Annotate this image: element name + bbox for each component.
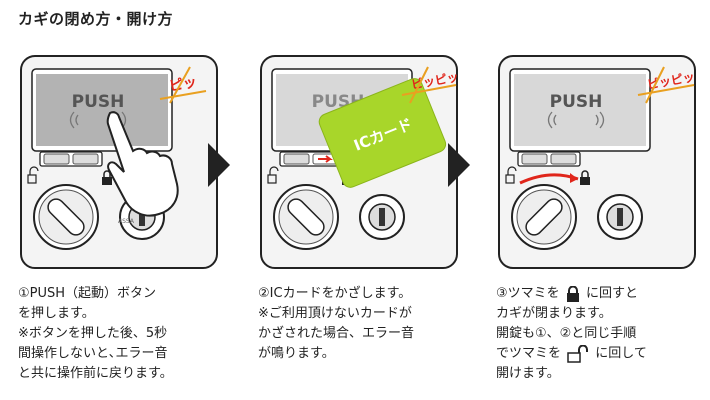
lock-panel-step1: PUSH ASSA ピッ [20, 55, 220, 270]
push-label: PUSH [550, 92, 603, 112]
step1-caption: ①PUSH（起動）ボタン を押します。 ※ボタンを押した後、5秒 間操作しないと… [18, 286, 173, 381]
push-label: PUSH [72, 92, 125, 112]
beep-text-step1: ピッ [168, 74, 198, 95]
svg-text:ASSA: ASSA [118, 218, 135, 225]
step2-caption: ②ICカードをかざします。 ※ご利用頂けないカードが かざされた場合、エラー音 … [258, 286, 415, 361]
lock-panel-step3: PUSH ピッピッ [498, 55, 698, 270]
page-title: カギの閉め方・開け方 [18, 10, 174, 28]
hand-pointer-icon [106, 111, 179, 217]
ic-card: ICカード [318, 78, 447, 188]
lock-closed-icon [566, 285, 579, 302]
arrow-right-icon [208, 143, 230, 187]
lock-open-icon [567, 344, 589, 363]
step3-caption: ③ツマミを に回すと カギが閉まります。 開錠も①、②と同じ手順 でツマミを に… [496, 285, 647, 381]
arrow-right-icon [448, 143, 470, 187]
lock-panel-step2: PUSH ICカード ピッピッ [260, 55, 460, 270]
